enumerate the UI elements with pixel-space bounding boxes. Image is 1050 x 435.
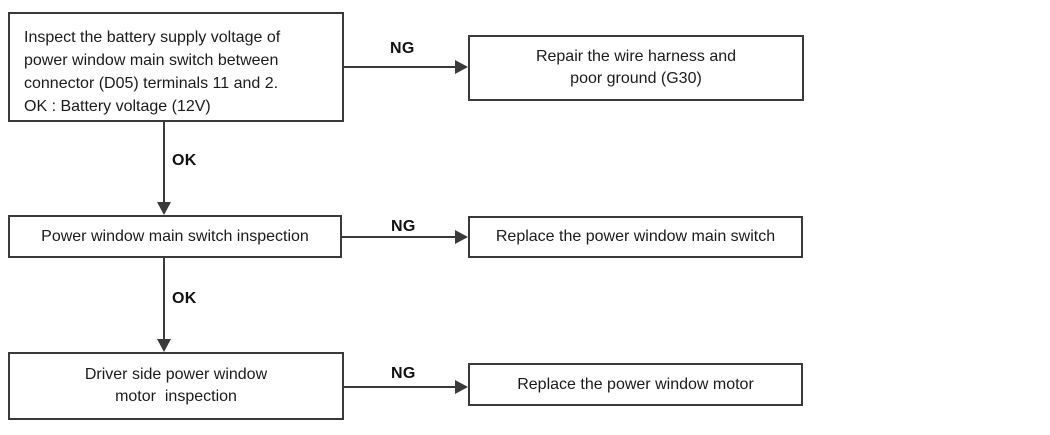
node-text-line: power window main switch between <box>24 52 279 69</box>
node-inspect-voltage: Inspect the battery supply voltage of po… <box>8 12 344 122</box>
node-text-line: poor ground (G30) <box>570 70 702 87</box>
node-switch-inspection: Power window main switch inspection <box>8 215 342 258</box>
node-text-line: motor inspection <box>115 388 237 405</box>
node-replace-switch: Replace the power window main switch <box>468 216 803 258</box>
connector-label-ng-2: NG <box>391 218 416 235</box>
connector-line-ng-1 <box>344 66 456 68</box>
connector-line-ng-2 <box>342 236 456 238</box>
node-text-line: Driver side power window <box>84 366 268 383</box>
node-replace-motor: Replace the power window motor <box>468 363 803 406</box>
arrowhead-right-icon <box>455 230 468 244</box>
node-text-line: Replace the power window main switch <box>495 228 776 245</box>
connector-line-ng-3 <box>344 386 456 388</box>
connector-label-ok-2: OK <box>172 290 197 307</box>
connector-label-ng-3: NG <box>391 365 416 382</box>
node-text-line: connector (D05) terminals 11 and 2. <box>24 75 279 92</box>
node-text-line: Repair the wire harness and <box>535 48 737 65</box>
node-motor-inspection: Driver side power window motor inspectio… <box>8 352 344 420</box>
arrowhead-right-icon <box>455 60 468 74</box>
node-text-line: Inspect the battery supply voltage of <box>24 29 281 46</box>
arrowhead-down-icon <box>157 339 171 352</box>
connector-label-ng-1: NG <box>390 40 415 57</box>
connector-line-ok-2 <box>163 258 165 340</box>
node-text-line: OK : Battery voltage (12V) <box>24 98 211 115</box>
arrowhead-right-icon <box>455 380 468 394</box>
connector-label-ok-1: OK <box>172 152 197 169</box>
connector-line-ok-1 <box>163 122 165 203</box>
node-text-line: Replace the power window motor <box>517 375 754 393</box>
arrowhead-down-icon <box>157 202 171 215</box>
node-text-line: Power window main switch inspection <box>41 227 309 245</box>
node-repair-harness: Repair the wire harness and poor ground … <box>468 35 804 101</box>
